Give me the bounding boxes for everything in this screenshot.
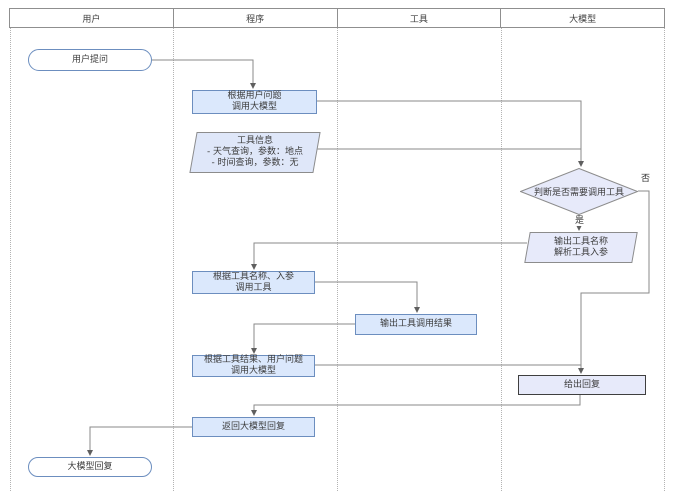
node-give-reply: 给出回复 xyxy=(518,375,646,395)
node-decide-tool-label: 判断是否需要调用工具 xyxy=(533,188,624,198)
node-call-llm-with-result: 根据工具结果、用户问题 调用大模型 xyxy=(192,355,315,377)
node-tool-info: 工具信息 - 天气查询，参数：地点 - 时间查询，参数：无 xyxy=(189,132,321,173)
node-decide-tool: 判断是否需要调用工具 xyxy=(520,168,638,215)
node-call-llm: 根据用户问题 调用大模型 xyxy=(192,90,317,114)
edge-return-reply-to-llm-reply xyxy=(87,426,192,456)
edge-decision-no-to-give-reply xyxy=(578,190,650,374)
edge-label-yes: 是 xyxy=(574,216,586,226)
edge-give-reply-to-return-reply xyxy=(251,395,581,416)
lane-divider xyxy=(10,28,11,491)
edge-tool-result-to-call-llm2 xyxy=(251,323,355,354)
lane-divider xyxy=(501,28,502,491)
node-call-tool: 根据工具名称、入参 调用工具 xyxy=(192,271,315,294)
node-tool-info-label: 工具信息 - 天气查询，参数：地点 - 时间查询，参数：无 xyxy=(206,136,304,168)
lane-header-tool: 工具 xyxy=(338,9,502,27)
lane-header-program: 程序 xyxy=(174,9,338,27)
node-llm-reply: 大模型回复 xyxy=(28,457,152,477)
node-output-tool: 输出工具名称 解析工具入参 xyxy=(524,232,638,263)
lane-divider xyxy=(173,28,174,491)
lane-divider xyxy=(337,28,338,491)
edge-output-tool-to-call-tool xyxy=(251,242,527,270)
edge-call-tool-to-tool-result xyxy=(315,281,420,313)
node-tool-result: 输出工具调用结果 xyxy=(355,314,477,335)
node-output-tool-label: 输出工具名称 解析工具入参 xyxy=(553,236,608,258)
lane-divider xyxy=(664,28,665,491)
swimlane-header: 用户 程序 工具 大模型 xyxy=(9,8,665,28)
edge-label-no: 否 xyxy=(640,174,652,184)
edge-call-llm-to-decision xyxy=(317,100,584,167)
node-user-question: 用户提问 xyxy=(28,49,152,71)
lane-header-user: 用户 xyxy=(10,9,174,27)
diamond-shape xyxy=(520,168,638,215)
lane-header-llm: 大模型 xyxy=(569,14,597,25)
node-return-reply: 返回大模型回复 xyxy=(192,417,315,437)
edge-user-question-to-call-llm xyxy=(152,59,256,89)
